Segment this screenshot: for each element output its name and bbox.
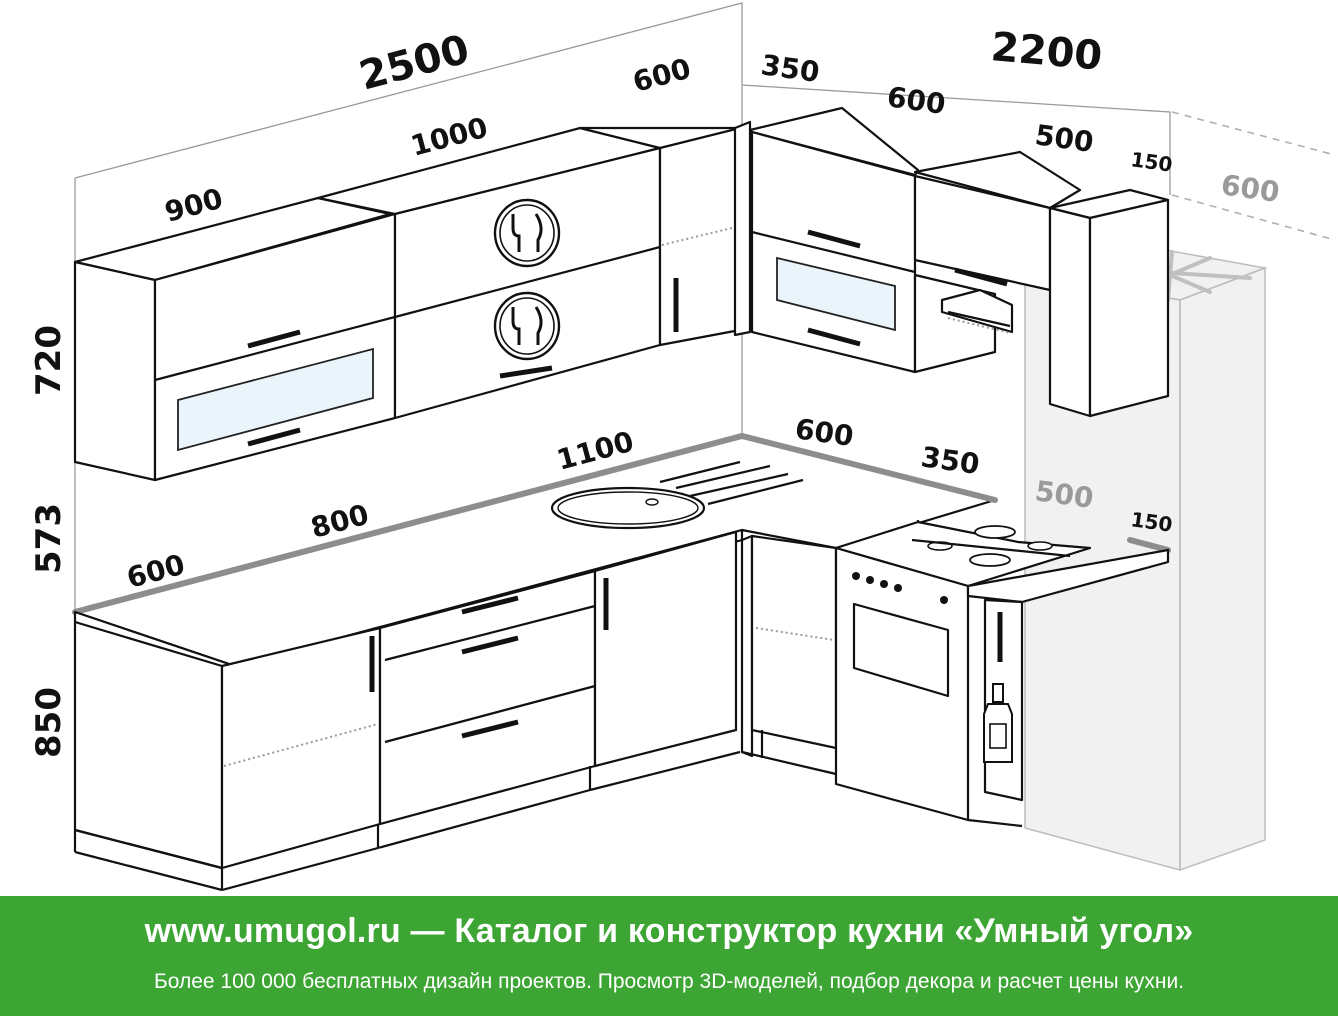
dim-upper-600-right: 600 <box>885 80 947 121</box>
dim-upper-350: 350 <box>759 48 821 89</box>
dim-counter-600-right: 600 <box>793 412 855 453</box>
dim-fridge-600: 600 <box>1219 168 1281 209</box>
upper-cabinets-right <box>733 106 1170 418</box>
drawer-handle[interactable] <box>461 719 519 739</box>
cabinet-handle[interactable] <box>954 267 1008 287</box>
drawer-handle[interactable] <box>461 635 519 655</box>
dim-upper-total-right: 2200 <box>989 24 1104 80</box>
upper-cabinets-left <box>73 126 742 482</box>
cabinet-handle[interactable] <box>807 229 861 249</box>
dim-counter-500: 500 <box>1033 474 1095 515</box>
dim-height-base: 850 <box>29 687 69 758</box>
cabinet-handle[interactable] <box>247 427 301 447</box>
base-cabinets-left <box>73 530 741 892</box>
dim-upper-150: 150 <box>1129 147 1174 177</box>
cabinet-handle[interactable] <box>499 365 553 379</box>
kitchen-diagram: 2500 2200 900 1000 600 350 600 500 150 6… <box>29 2 1336 892</box>
dim-counter-350: 350 <box>919 440 981 481</box>
dimension-labels: 2500 2200 900 1000 600 350 600 500 150 6… <box>29 24 1282 758</box>
dim-upper-900: 900 <box>161 182 226 229</box>
dim-counter-150: 150 <box>1129 507 1174 537</box>
footer-banner: www.umugol.ru — Каталог и конструктор ку… <box>0 896 1338 1016</box>
cabinet-handle[interactable] <box>247 329 301 349</box>
footer-title[interactable]: www.umugol.ru — Каталог и конструктор ку… <box>144 912 1194 950</box>
base-cabinets-right <box>740 520 1170 828</box>
cabinet-handle[interactable] <box>807 327 861 347</box>
bottle-icon <box>983 683 1013 763</box>
drawer-handle[interactable] <box>461 595 519 615</box>
footer-subtitle: Более 100 000 бесплатных дизайн проектов… <box>153 970 1185 993</box>
cutlery-icon <box>493 291 561 361</box>
cutlery-icon <box>493 198 561 268</box>
dim-upper-600-left: 600 <box>629 52 694 99</box>
range-hood <box>940 288 1014 334</box>
dim-height-gap: 573 <box>29 503 69 574</box>
sink[interactable] <box>550 460 804 530</box>
stove[interactable] <box>834 520 1092 822</box>
dim-height-upper: 720 <box>29 325 69 396</box>
dim-upper-500: 500 <box>1033 118 1095 159</box>
